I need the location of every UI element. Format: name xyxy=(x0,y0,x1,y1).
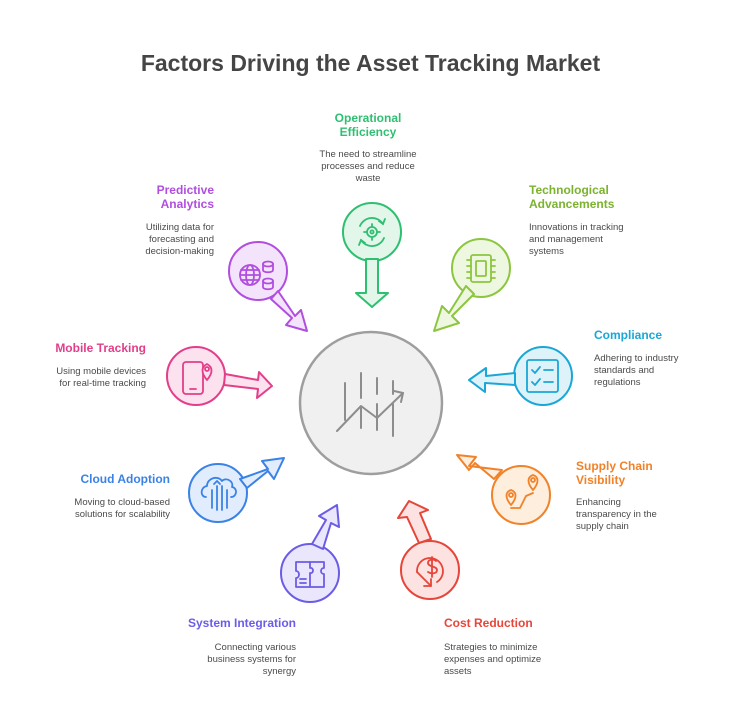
factor-mobile xyxy=(166,346,273,406)
factor-supply-chain-name: Supply Chain Visibility xyxy=(576,459,653,487)
factor-integration-name: System Integration xyxy=(187,616,296,630)
factor-operational-name: Operational Efficiency xyxy=(334,111,402,139)
factor-predictive-name: Predictive Analytics xyxy=(156,183,214,211)
center-hub xyxy=(298,330,444,476)
factor-compliance-desc: Adhering to industry standards and regul… xyxy=(594,353,679,388)
factor-technological xyxy=(433,238,511,332)
factor-cloud-desc: Moving to cloud-based solutions for scal… xyxy=(74,497,170,520)
factor-cloud-name: Cloud Adoption xyxy=(80,472,170,486)
factor-mobile-desc: Using mobile devices for real-time track… xyxy=(56,366,146,389)
checklist-icon xyxy=(526,359,559,393)
mobile-location-icon xyxy=(182,361,213,395)
cloud-upload-icon xyxy=(200,476,237,511)
factor-compliance-name: Compliance xyxy=(594,328,663,342)
factor-predictive xyxy=(228,241,308,332)
factor-cloud xyxy=(188,457,285,523)
factor-predictive-desc: Utilizing data for forecasting and decis… xyxy=(145,222,214,257)
page-title: Factors Driving the Asset Tracking Marke… xyxy=(140,50,601,76)
factor-integration xyxy=(280,504,340,603)
factor-cost-desc: Strategies to minimize expenses and opti… xyxy=(444,642,542,677)
market-growth-icon xyxy=(336,372,404,437)
factor-integration-desc: Connecting various business systems for … xyxy=(207,642,296,677)
factor-cost-name: Cost Reduction xyxy=(444,616,533,630)
factor-cost xyxy=(397,500,460,600)
factor-supply-chain xyxy=(456,454,551,525)
factor-compliance xyxy=(468,346,573,406)
dollar-down-icon xyxy=(416,556,444,587)
puzzle-icon xyxy=(295,561,325,588)
chip-icon xyxy=(466,254,496,283)
factor-technological-name: Technological Advancements xyxy=(529,183,615,211)
factor-mobile-name: Mobile Tracking xyxy=(55,341,146,355)
factor-supply-chain-desc: Enhancing transparency in the supply cha… xyxy=(576,497,657,532)
gear-cycle-icon xyxy=(358,217,386,247)
factor-operational-desc: The need to streamline processes and red… xyxy=(319,149,417,184)
globe-database-icon xyxy=(239,260,274,291)
route-pins-icon xyxy=(505,474,539,509)
factor-operational xyxy=(342,202,402,308)
factor-technological-desc: Innovations in tracking and management s… xyxy=(529,222,624,257)
